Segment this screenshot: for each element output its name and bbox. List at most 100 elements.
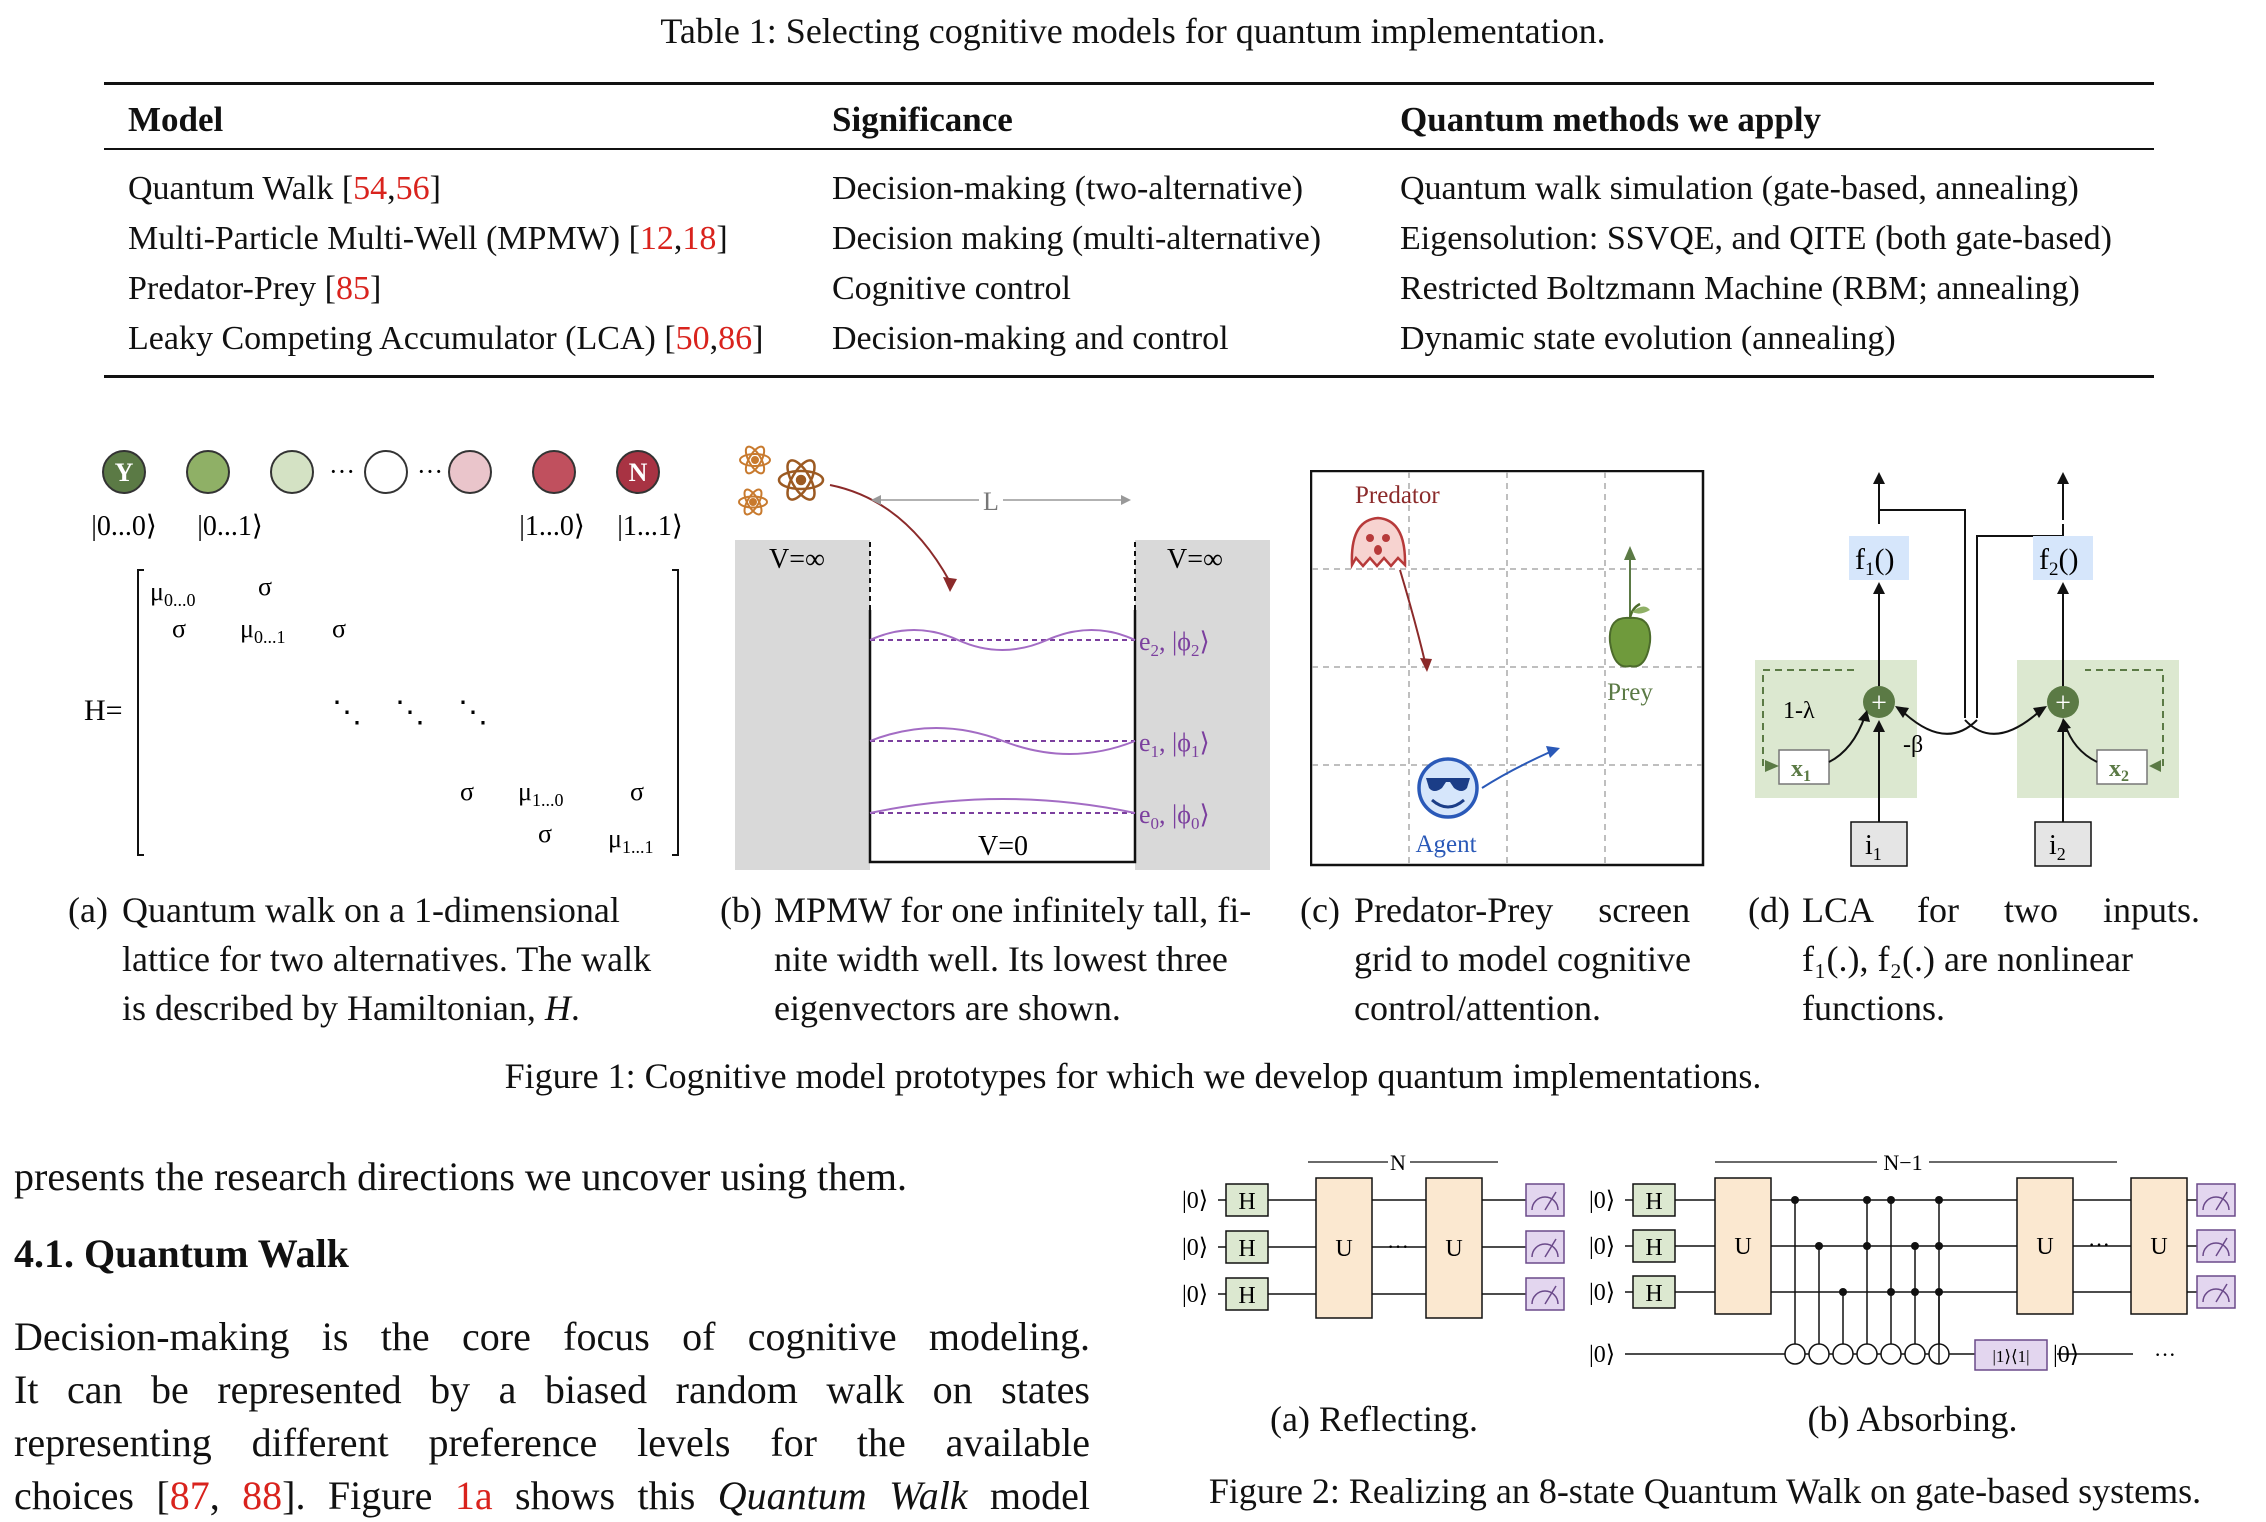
sigma-entry: σ <box>460 777 474 806</box>
table-bottom-rule <box>104 375 2154 378</box>
sigma-entry: σ <box>258 572 272 601</box>
svg-text:H: H <box>1238 1189 1255 1215</box>
node-2 <box>186 450 230 494</box>
measurement-icons <box>2196 1183 2236 1309</box>
citation-link[interactable]: 87 <box>169 1473 210 1518</box>
u-gate <box>1315 1177 1373 1319</box>
meter-icon <box>1525 1230 1565 1264</box>
subcaption-label: (a) <box>68 890 108 930</box>
f1-label: f1() <box>1855 543 1894 580</box>
ket-zero: |0⟩ <box>1589 1280 1615 1306</box>
ket-0-1: |0...1⟩ <box>197 511 263 542</box>
fig2b-absorbing-circuit: |0⟩ |0⟩ |0⟩ |0⟩ N−1 H H H U |1⟩⟨1| |0⟩ ·… <box>1589 1150 2236 1371</box>
ket-1-0: |1...0⟩ <box>519 511 585 542</box>
ket-1-1: |1...1⟩ <box>617 511 683 542</box>
table-mid-rule <box>104 148 2154 150</box>
input-1-label: i1 <box>1865 830 1882 864</box>
ket-zero: |0⟩ <box>1589 1234 1615 1260</box>
width-label: L <box>983 487 999 516</box>
inhibition-1-to-2 <box>1964 709 2042 735</box>
mu-entry: μ0...1 <box>240 614 285 647</box>
table-caption: Table 1: Selecting cognitive models for … <box>660 11 1606 51</box>
f2-label: f2() <box>2039 543 2078 580</box>
svg-text:H: H <box>1645 1189 1662 1215</box>
meter-icon <box>2196 1183 2236 1217</box>
svg-text:H: H <box>1645 1235 1662 1261</box>
table-cell-significance: Decision making (multi-alternative) <box>832 220 1322 257</box>
body-line: Decision-making is the core focus of cog… <box>14 1314 1090 1359</box>
figure2-caption: Figure 2: Realizing an 8-state Quantum W… <box>1208 1471 2202 1511</box>
lambda-label: 1-λ <box>1783 698 1815 724</box>
x1-self-loop <box>1762 669 1855 766</box>
well-outline <box>868 610 1137 864</box>
atom-icon <box>777 459 825 501</box>
qubit-wires <box>1218 1199 1538 1295</box>
agent-label: Agent <box>1415 831 1476 858</box>
fig1b-subcaption: (b) MPMW for one infinitely tall, fi- ni… <box>720 886 1280 1036</box>
ket-zero: |0⟩ <box>1182 1235 1208 1261</box>
svg-text:H: H <box>1238 1283 1255 1309</box>
v-infinite-right: V=∞ <box>1167 544 1223 575</box>
fig1a-subcaption: (a) Quantum walk on a 1-dimensional latt… <box>68 886 700 1036</box>
trailing-dots: ··· <box>2154 1342 2176 1367</box>
fig2b-subcaption: (b) Absorbing. <box>1807 1399 2018 1439</box>
section-heading: 4.1. Quantum Walk <box>14 1231 349 1276</box>
matrix-bracket-left <box>137 569 144 856</box>
matrix-entries: μ0...0 σ σ μ0...1 σ ⋱ ⋱ ⋱ σ μ1...0 σ σ μ… <box>150 572 653 857</box>
figure-ref-link[interactable]: 1a <box>454 1473 493 1518</box>
target-oplus <box>1784 1343 1950 1365</box>
v-zero: V=0 <box>978 831 1028 862</box>
sum-node-2 <box>2047 686 2079 718</box>
input-2-label: i2 <box>2049 830 2066 864</box>
level-labels: e2, |ϕ2⟩ e1, |ϕ1⟩ e0, |ϕ0⟩ <box>1139 627 1210 833</box>
table-cell-significance: Cognitive control <box>832 270 1071 307</box>
table-header-significance: Significance <box>832 100 1013 139</box>
subcaption-label: (d) <box>1748 890 1790 930</box>
x2-self-loop <box>2085 669 2164 766</box>
svg-text:H: H <box>1238 1236 1255 1262</box>
projector-label: |1⟩⟨1| <box>1992 1347 2029 1366</box>
table-cell-methods: Quantum walk simulation (gate-based, ann… <box>1400 170 2079 207</box>
fig1b-mpmw-well-diagram: L V=∞ V=∞ V=0 e2, |ϕ2⟩ e1, |ϕ1⟩ e0, |ϕ0⟩ <box>735 445 1270 870</box>
lattice-nodes: Y ··· ··· N <box>102 450 660 494</box>
predator-arrow <box>1399 569 1426 663</box>
hadamard-gates: H H H <box>1225 1183 1269 1311</box>
table-top-rule <box>104 82 2154 85</box>
figure1-caption: Figure 1: Cognitive model prototypes for… <box>504 1056 1762 1096</box>
sum-node-1-plus: + <box>1871 688 1887 719</box>
wavefunction-1 <box>869 727 1136 755</box>
mu-entry: μ1...0 <box>518 777 563 810</box>
table-header-model: Model <box>128 100 224 139</box>
repeat-n-label: N <box>1390 1150 1406 1175</box>
table-cell-model: Predator-Prey [85] <box>128 270 382 307</box>
ket-zero: |0⟩ <box>1589 1188 1615 1214</box>
fig1a-quantum-walk-diagram: Y ··· ··· N |0...0⟩ |0...1⟩ |1...0⟩ |1..… <box>84 450 683 857</box>
ket-zero: |0⟩ <box>2053 1342 2079 1368</box>
agent-smiley-icon <box>1417 757 1479 819</box>
u-gate <box>2016 1177 2074 1315</box>
subcaption-label: (c) <box>1300 890 1340 930</box>
fig1c-subcaption: (c) Predator-Prey screen grid to model c… <box>1300 886 1730 1036</box>
ket-zero: |0⟩ <box>1589 1342 1615 1368</box>
body-line: representing different preference levels… <box>14 1420 1090 1465</box>
left-barrier <box>735 540 870 870</box>
wavefunction-0 <box>869 798 1136 814</box>
table-cell-methods: Restricted Boltzmann Machine (RBM; annea… <box>1400 270 2080 307</box>
node-6 <box>532 450 576 494</box>
table-cell-model: Multi-Particle Multi-Well (MPMW) [12,18] <box>128 220 728 257</box>
body-line-continuation: presents the research directions we unco… <box>14 1154 908 1199</box>
projector-gate <box>1974 1339 2048 1371</box>
sigma-entry: σ <box>538 819 552 848</box>
body-line: choices [87, 88]. Figure 1a shows this Q… <box>14 1473 1091 1518</box>
ket-0-0: |0...0⟩ <box>91 511 157 542</box>
citation-link[interactable]: 88 <box>242 1473 283 1518</box>
node-5 <box>448 450 492 494</box>
input-1-box <box>1850 821 1908 867</box>
wavefunction-2 <box>869 629 1136 651</box>
node-n-label: N <box>629 458 648 487</box>
subcaption-text: Quantum walk on a 1-dimensional lattice … <box>122 890 652 1028</box>
subcaption-label: (b) <box>720 890 762 930</box>
sum-node-1 <box>1863 686 1895 718</box>
mu-entry: μ0...0 <box>150 577 195 610</box>
fig1c-predator-prey-grid: Predator Prey Agent <box>1310 470 1705 867</box>
